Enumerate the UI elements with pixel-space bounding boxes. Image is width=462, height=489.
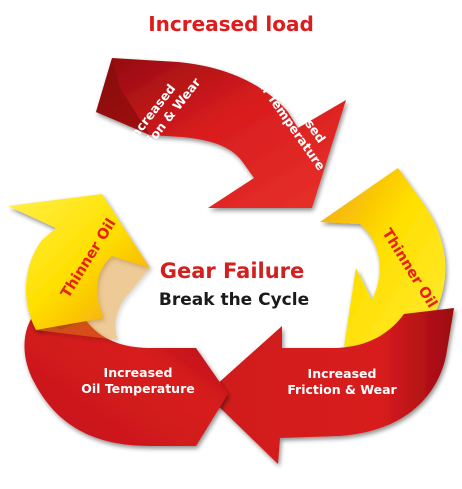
label-bottom-left-line1: Increased	[104, 365, 173, 380]
diagram-title: Increased load	[148, 12, 314, 36]
label-bottom-right-line2: Friction & Wear	[287, 382, 397, 397]
arrow-left-yellow	[8, 194, 150, 340]
arrow-bottom-right	[206, 308, 454, 464]
label-bottom-left-line2: Oil Temperature	[81, 381, 194, 396]
arrow-top	[96, 58, 346, 208]
center-title: Gear Failure	[160, 259, 305, 283]
center-subtitle: Break the Cycle	[159, 290, 309, 310]
label-bottom-left: Increased Oil Temperature	[81, 365, 194, 396]
label-bottom-right-line1: Increased	[308, 366, 377, 381]
label-bottom-right: Increased Friction & Wear	[287, 366, 397, 397]
